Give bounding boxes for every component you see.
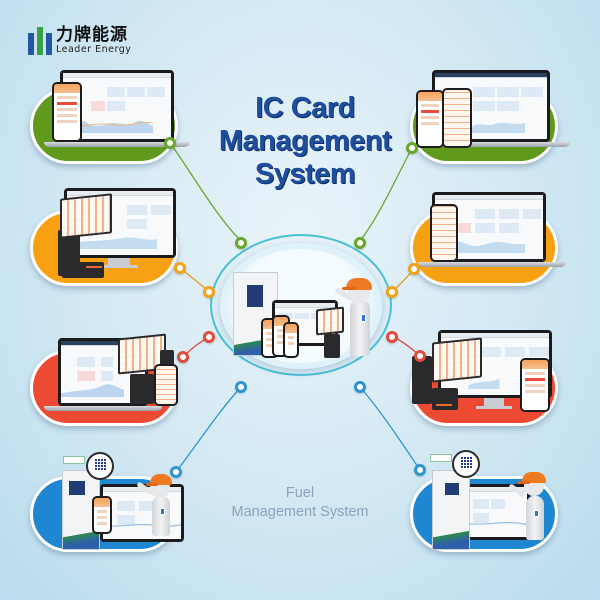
pos-terminal-icon <box>412 356 432 404</box>
laptop-icon <box>100 484 184 542</box>
phone-icon <box>416 90 444 148</box>
title-line-3: System <box>254 158 356 190</box>
brand-logo: 力牌能源 Leader Energy <box>28 26 131 55</box>
title-line-2: Management <box>218 125 392 157</box>
id-badge <box>160 508 165 515</box>
fuel-dispenser-icon <box>432 470 470 550</box>
id-badge <box>534 510 539 517</box>
laptop-base <box>44 142 190 147</box>
mascot-icon <box>152 496 170 536</box>
panel-node-blue <box>170 466 182 478</box>
pos-screen <box>432 337 482 383</box>
subtitle-line-2: Management System <box>231 504 369 520</box>
monitor-foot <box>100 265 138 268</box>
connector-node-green <box>235 237 247 249</box>
connector-node-blue <box>235 381 247 393</box>
handheld-icon <box>430 204 458 262</box>
title-line-1: IC Card <box>255 92 355 124</box>
hub-pos-terminal-icon <box>324 334 340 358</box>
handheld-icon <box>442 88 472 148</box>
subtitle-line-1: Fuel <box>285 485 315 501</box>
orange-cap <box>522 472 546 483</box>
connector-node-red <box>203 331 215 343</box>
page-title: IC Card Management System <box>210 92 400 191</box>
hub-ring <box>210 234 392 376</box>
panel-node-red <box>177 351 189 363</box>
phone-icon <box>520 358 550 412</box>
dispenser-brand-label <box>430 454 452 462</box>
pos-terminal-icon <box>130 374 154 404</box>
panel-node-green <box>164 137 176 149</box>
id-badge <box>361 314 366 322</box>
panel-node-blue <box>414 464 426 476</box>
hub-phone-icon <box>283 322 299 358</box>
dispenser-brand-label <box>63 456 85 464</box>
page-subtitle: Fuel Management System <box>200 484 400 522</box>
logo-mark-icon <box>28 26 52 55</box>
brand-name-cn: 力牌能源 <box>56 25 128 45</box>
panel-node-orange <box>408 263 420 275</box>
mascot-icon <box>526 496 544 540</box>
orange-cap <box>150 474 172 485</box>
qr-code-icon <box>86 452 114 480</box>
monitor-stand <box>108 258 130 266</box>
connector-node-green <box>354 237 366 249</box>
connector-node-red <box>386 331 398 343</box>
connector-node-orange <box>203 286 215 298</box>
panel-node-orange <box>174 262 186 274</box>
phone-icon <box>92 496 112 534</box>
phone-icon <box>52 82 82 142</box>
hub-mascot-icon <box>350 300 370 356</box>
handheld-icon <box>154 364 178 406</box>
connector-node-orange <box>386 286 398 298</box>
hub-pos-screen <box>316 306 344 336</box>
pos-screen <box>60 193 112 239</box>
brand-name-en: Leader Energy <box>56 44 132 55</box>
connector-node-blue <box>354 381 366 393</box>
qr-code-icon <box>452 450 480 478</box>
panel-node-red <box>414 350 426 362</box>
panel-node-green <box>406 142 418 154</box>
